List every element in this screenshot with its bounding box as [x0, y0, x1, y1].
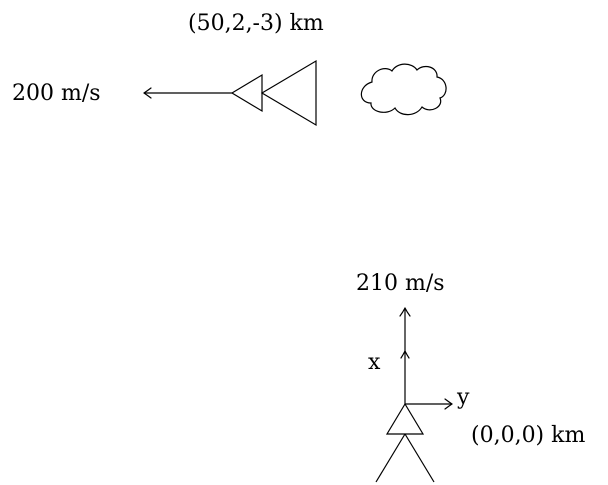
observer-icon	[375, 402, 435, 483]
aircraft-group: (50,2,-3) km 200 m/s	[12, 11, 447, 127]
cloud-icon	[360, 63, 447, 116]
x-axis-label: x	[368, 350, 381, 375]
observer-velocity-label: 210 m/s	[356, 271, 445, 296]
y-axis-arrow	[404, 398, 453, 410]
observer-position-label: (0,0,0) km	[471, 423, 585, 448]
y-axis-label: y	[456, 385, 470, 410]
aircraft-position-label: (50,2,-3) km	[188, 11, 324, 36]
aircraft-velocity-label: 200 m/s	[12, 81, 101, 106]
aircraft-icon	[230, 59, 317, 127]
observer-group: 210 m/s x y (0,0,0) km	[356, 271, 585, 483]
x-axis-arrow	[399, 307, 411, 405]
velocity-arrow-tip	[400, 349, 410, 359]
aircraft-velocity-arrow	[143, 87, 233, 99]
